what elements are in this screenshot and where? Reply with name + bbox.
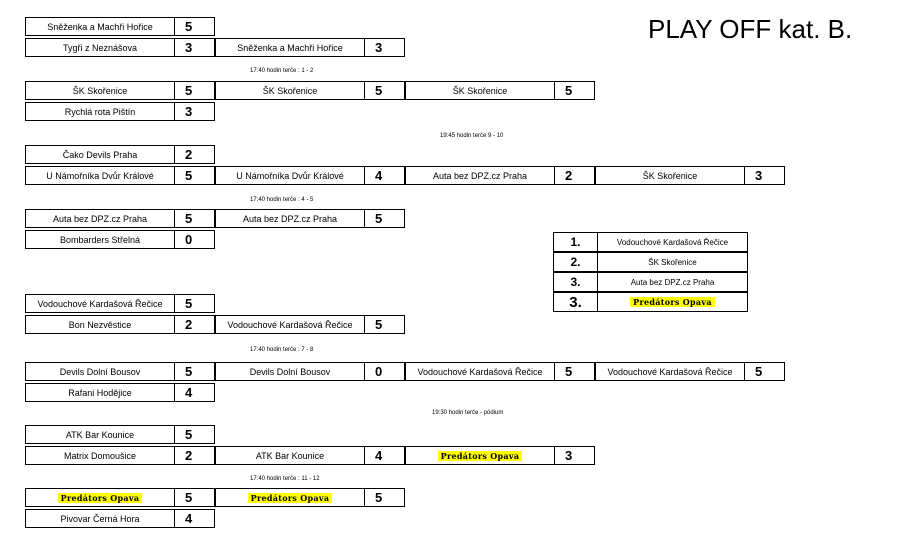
place-cell: 3. xyxy=(553,292,598,312)
score-cell: 5 xyxy=(175,425,215,444)
score-cell: 2 xyxy=(175,446,215,465)
team-cell: Sněženka a Machři Hořice xyxy=(25,17,175,36)
team-cell: Matrix Domoušice xyxy=(25,446,175,465)
team-cell: Bombarders Střelná xyxy=(25,230,175,249)
score-cell: 0 xyxy=(175,230,215,249)
team-cell: U Námořníka Dvůr Králové xyxy=(25,166,175,185)
schedule-note: 17:40 hodin terče : 7 - 8 xyxy=(250,347,314,353)
round3-team-cell: Predátors Opava xyxy=(405,446,555,465)
score-cell: 3 xyxy=(175,38,215,57)
standing-team-cell: Auta bez DPZ.cz Praha xyxy=(598,272,748,292)
winner-cell: Devils Dolní Bousov xyxy=(215,362,365,381)
team-cell: Rychlá rota Pištín xyxy=(25,102,175,121)
standing-team-cell: ŠK Skořenice xyxy=(598,252,748,272)
round3-team-cell: ŠK Skořenice xyxy=(405,81,555,100)
winner-cell: U Námořníka Dvůr Králové xyxy=(215,166,365,185)
score-cell: 5 xyxy=(365,81,405,100)
round4-team-cell: ŠK Skořenice xyxy=(595,166,745,185)
winner-cell: ŠK Skořenice xyxy=(215,81,365,100)
winner-cell: ATK Bar Kounice xyxy=(215,446,365,465)
score-cell: 5 xyxy=(365,315,405,334)
score-cell: 2 xyxy=(175,315,215,334)
place-cell: 3. xyxy=(553,272,598,292)
winner-cell: Sněženka a Machři Hořice xyxy=(215,38,365,57)
standing-team-cell: Predátors Opava xyxy=(598,292,748,312)
score-cell: 5 xyxy=(175,294,215,313)
team-cell: Čako Devils Praha xyxy=(25,145,175,164)
score-cell: 5 xyxy=(175,81,215,100)
score-cell: 2 xyxy=(175,145,215,164)
team-cell: Devils Dolní Bousov xyxy=(25,362,175,381)
team-cell: Vodouchové Kardašová Řečice xyxy=(25,294,175,313)
winner-cell: Vodouchové Kardašová Řečice xyxy=(215,315,365,334)
team-cell: Pivovar Černá Hora xyxy=(25,509,175,528)
score-cell: 5 xyxy=(175,362,215,381)
schedule-note: 19:30 hodin terče - pódium xyxy=(432,410,504,416)
schedule-note: 17:40 hodin terče : 4 - 5 xyxy=(250,197,314,203)
score-cell: 5 xyxy=(175,166,215,185)
team-cell: Tygři z Neznášova xyxy=(25,38,175,57)
score-cell: 0 xyxy=(365,362,405,381)
score-cell: 4 xyxy=(175,383,215,402)
score-cell: 5 xyxy=(555,362,595,381)
round3-team-cell: Vodouchové Kardašová Řečice xyxy=(405,362,555,381)
score-cell: 2 xyxy=(555,166,595,185)
team-cell: Rafani Hodějice xyxy=(25,383,175,402)
team-cell: Auta bez DPZ.cz Praha xyxy=(25,209,175,228)
schedule-note: 19:45 hodin terče 9 - 10 xyxy=(440,133,504,139)
winner-cell: Predátors Opava xyxy=(215,488,365,507)
place-cell: 1. xyxy=(553,232,598,252)
score-cell: 3 xyxy=(175,102,215,121)
score-cell: 5 xyxy=(365,209,405,228)
score-cell: 5 xyxy=(555,81,595,100)
team-cell: Bon Nezvěstice xyxy=(25,315,175,334)
score-cell: 4 xyxy=(365,446,405,465)
score-cell: 5 xyxy=(745,362,785,381)
winner-cell: Auta bez DPZ.cz Praha xyxy=(215,209,365,228)
round3-team-cell: Auta bez DPZ.cz Praha xyxy=(405,166,555,185)
score-cell: 3 xyxy=(555,446,595,465)
team-cell: Predátors Opava xyxy=(25,488,175,507)
place-cell: 2. xyxy=(553,252,598,272)
score-cell: 3 xyxy=(745,166,785,185)
round4-team-cell: Vodouchové Kardašová Řečice xyxy=(595,362,745,381)
score-cell: 5 xyxy=(175,17,215,36)
score-cell: 3 xyxy=(365,38,405,57)
schedule-note: 17:40 hodin terče : 1 - 2 xyxy=(250,68,314,74)
score-cell: 4 xyxy=(175,509,215,528)
score-cell: 5 xyxy=(175,209,215,228)
schedule-note: 17:40 hodin terče : 11 - 12 xyxy=(250,476,320,482)
score-cell: 5 xyxy=(175,488,215,507)
team-cell: ŠK Skořenice xyxy=(25,81,175,100)
team-cell: ATK Bar Kounice xyxy=(25,425,175,444)
score-cell: 4 xyxy=(365,166,405,185)
page-title: PLAY OFF kat. B. xyxy=(648,14,853,44)
score-cell: 5 xyxy=(365,488,405,507)
standing-team-cell: Vodouchové Kardašová Řečice xyxy=(598,232,748,252)
